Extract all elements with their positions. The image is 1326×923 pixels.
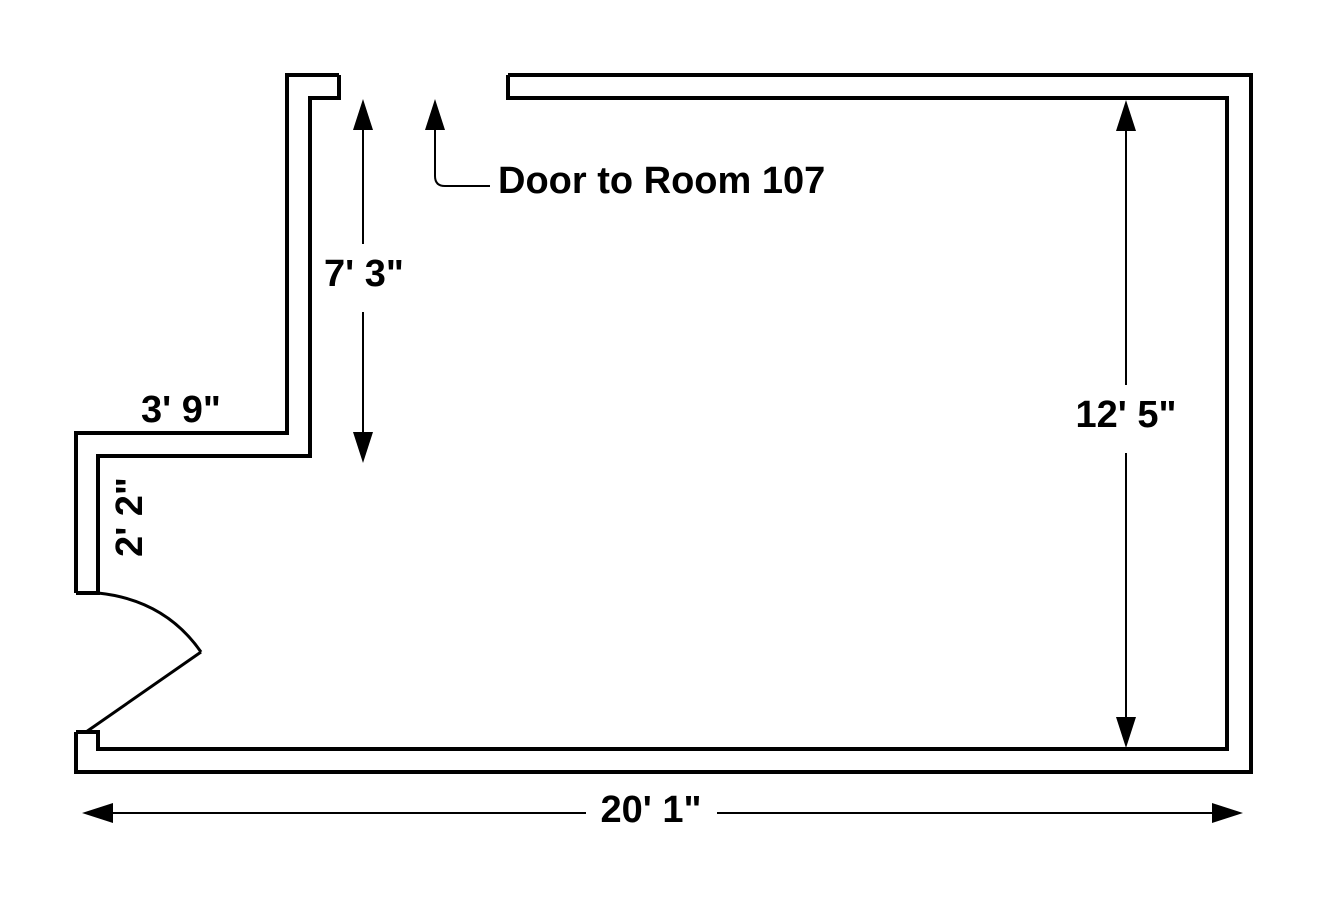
entry-door-leaf — [85, 650, 202, 734]
total-width-label: 20' 1" — [600, 789, 701, 831]
alcove-width-label: 3' 9" — [141, 389, 221, 431]
entry-door-swing-arc — [97, 591, 203, 653]
door-label: Door to Room 107 — [498, 160, 825, 202]
arrow-up-icon — [425, 99, 445, 130]
arrow-down-icon — [353, 432, 373, 463]
arrow-down-icon — [1116, 717, 1136, 748]
total-height-label: 12' 5" — [1075, 394, 1176, 436]
arrow-right-icon — [1212, 803, 1243, 823]
alcove-height-label: 7' 3" — [324, 253, 404, 295]
door-label-leader — [434, 128, 490, 187]
arrow-up-icon — [1116, 100, 1136, 131]
arrow-up-icon — [353, 99, 373, 130]
entry-wall-label: 2' 2" — [109, 477, 151, 557]
arrow-left-icon — [82, 803, 113, 823]
outer-wall — [74, 73, 1253, 774]
